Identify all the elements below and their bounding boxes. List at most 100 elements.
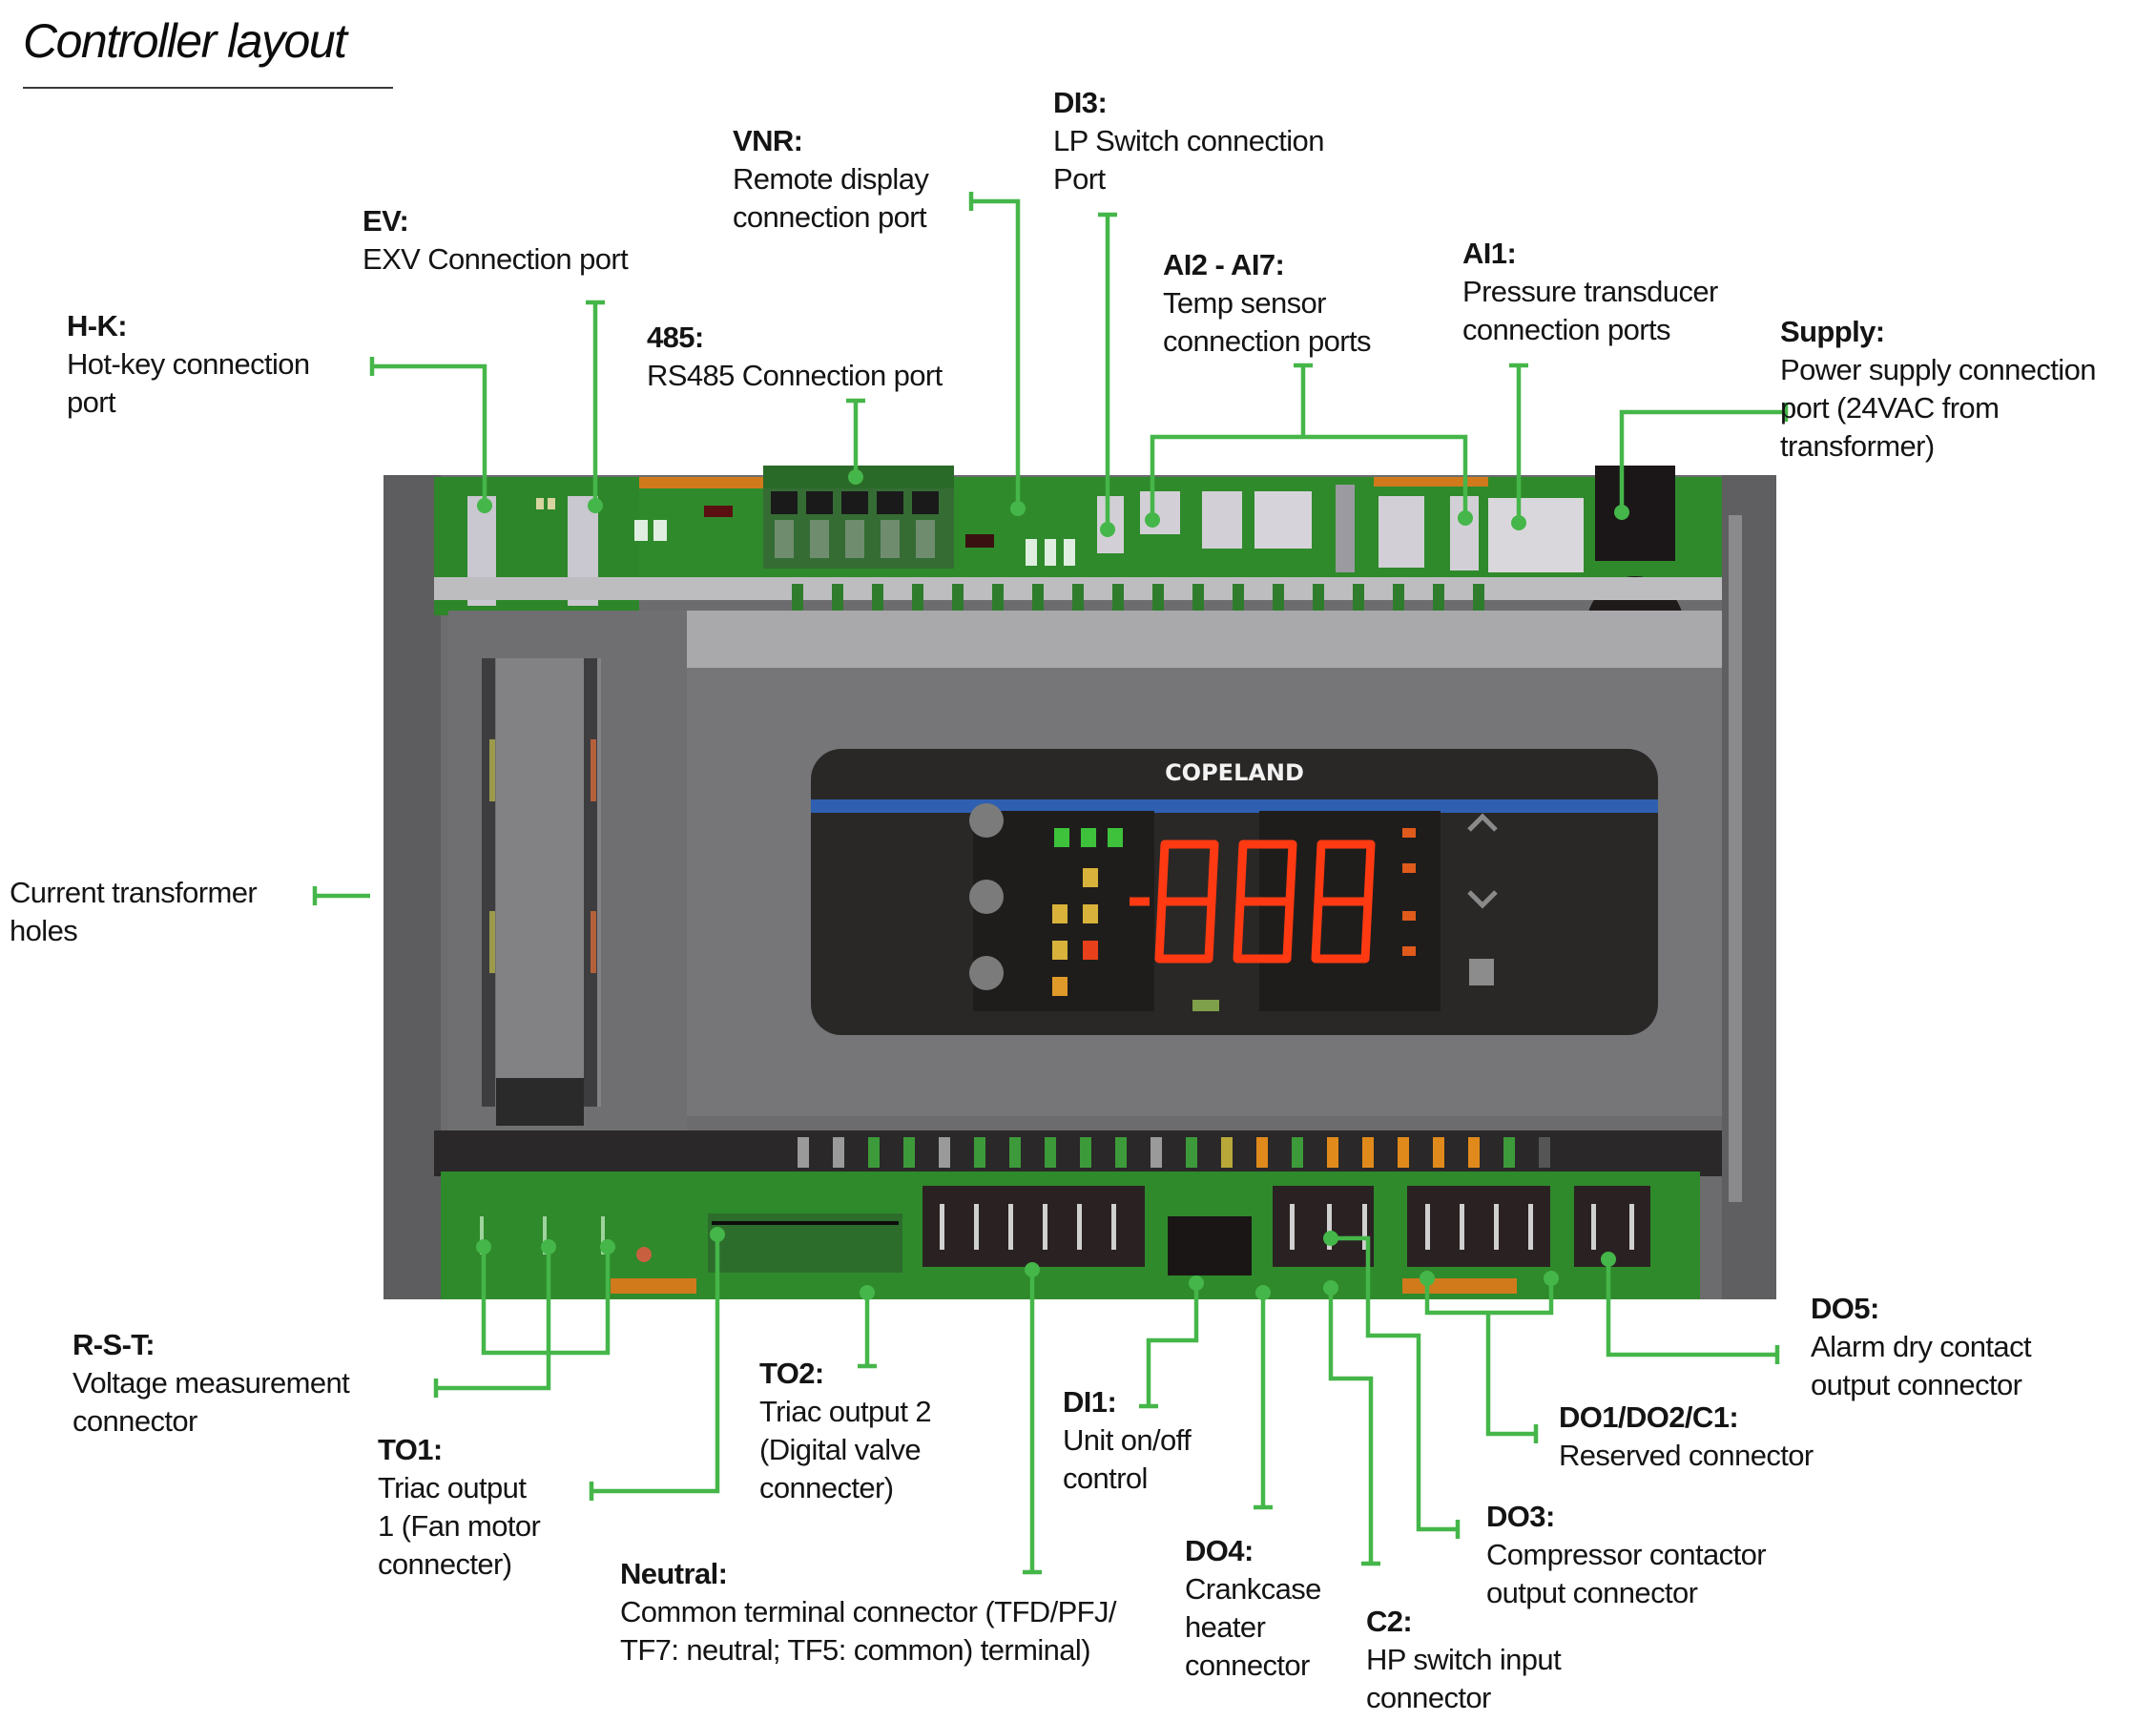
callout-desc: Alarm dry contact output connector bbox=[1811, 1330, 2032, 1401]
callout-desc: Crankcase heater connector bbox=[1185, 1572, 1321, 1682]
pin-led bbox=[992, 584, 1004, 611]
terminal-pin bbox=[1008, 1204, 1013, 1250]
status-led bbox=[1083, 941, 1098, 960]
title-underline bbox=[23, 87, 393, 89]
down-button bbox=[1467, 890, 1498, 909]
terminal-pin bbox=[1460, 1204, 1464, 1250]
pin-led bbox=[1393, 584, 1404, 611]
pin-led bbox=[1045, 1137, 1056, 1168]
callout-di3: DI3: LP Switch connection Port bbox=[1053, 84, 1324, 198]
callout-code: VNR: bbox=[733, 124, 803, 157]
callout-hk: H-K: Hot-key connection port bbox=[67, 307, 310, 422]
status-led bbox=[1108, 828, 1123, 847]
ai-socket bbox=[1140, 491, 1180, 534]
callout-code: TO1: bbox=[378, 1433, 443, 1466]
callout-to1: TO1: Triac output 1 (Fan motor connecter… bbox=[378, 1431, 541, 1584]
callout-code: AI2 - AI7: bbox=[1163, 248, 1285, 281]
leader-ai27-stem bbox=[1294, 363, 1313, 437]
pin-led bbox=[1072, 584, 1084, 611]
leader-ai27-bus bbox=[1145, 434, 1473, 528]
pin-led bbox=[1233, 584, 1244, 611]
status-led bbox=[1052, 904, 1068, 923]
callout-do5: DO5: Alarm dry contact output connector bbox=[1811, 1290, 2032, 1404]
pin-led bbox=[903, 1137, 915, 1168]
leader-dot bbox=[1601, 1252, 1616, 1267]
pin-led bbox=[1151, 1137, 1162, 1168]
leader-c2 bbox=[1323, 1280, 1380, 1566]
menu-button bbox=[1469, 959, 1494, 985]
neutral-terminal bbox=[923, 1186, 1145, 1267]
callout-desc: Pressure transducer connection ports bbox=[1462, 275, 1718, 346]
callout-code: DO3: bbox=[1486, 1500, 1555, 1533]
pin-led bbox=[1362, 1137, 1374, 1168]
terminal-pin bbox=[1077, 1204, 1082, 1250]
status-led bbox=[1052, 941, 1068, 960]
pin-led bbox=[832, 584, 843, 611]
leader-dot bbox=[848, 469, 863, 485]
callout-desc: Hot-key connection port bbox=[67, 347, 310, 419]
pin-led bbox=[1112, 584, 1124, 611]
callout-neutral: Neutral: Common terminal connector (TFD/… bbox=[620, 1555, 1117, 1669]
pin-led bbox=[1273, 584, 1284, 611]
pin-led bbox=[792, 584, 803, 611]
pin-led bbox=[1292, 1137, 1303, 1168]
callout-code: Neutral: bbox=[620, 1557, 728, 1590]
callout-code: Supply: bbox=[1780, 315, 1885, 348]
pin-led bbox=[1398, 1137, 1409, 1168]
callout-current-transformer: Current transformer holes bbox=[10, 874, 258, 950]
callout-c2: C2: HP switch input connector bbox=[1366, 1603, 1562, 1717]
leader-di3 bbox=[1098, 212, 1117, 537]
do-terminal-1 bbox=[1273, 1186, 1374, 1267]
ai-socket bbox=[1379, 496, 1424, 568]
leader-dot bbox=[1025, 1262, 1040, 1277]
leader-do4 bbox=[1254, 1285, 1273, 1510]
leader-dot bbox=[1323, 1231, 1338, 1246]
di1-switch bbox=[1168, 1216, 1252, 1275]
leader-ct bbox=[312, 886, 370, 905]
callout-code: R-S-T: bbox=[73, 1328, 155, 1361]
pin-led bbox=[974, 1137, 985, 1168]
leader-dot bbox=[1255, 1285, 1271, 1300]
leader-dot bbox=[1323, 1280, 1338, 1296]
pin-led bbox=[1353, 584, 1364, 611]
esc-button bbox=[969, 956, 1004, 990]
leader-dot bbox=[1614, 505, 1629, 520]
callout-code: H-K: bbox=[67, 309, 128, 342]
ai-socket bbox=[1202, 491, 1242, 549]
callout-desc: Current transformer holes bbox=[10, 876, 258, 947]
callout-desc: Triac output 1 (Fan motor connecter) bbox=[378, 1471, 541, 1581]
pin-led bbox=[1186, 1137, 1197, 1168]
status-led bbox=[1083, 904, 1098, 923]
pin-led bbox=[1327, 1137, 1338, 1168]
callout-do3: DO3: Compressor contactor output connect… bbox=[1486, 1498, 1767, 1612]
leader-dot bbox=[1189, 1275, 1204, 1291]
terminal-pin bbox=[1362, 1204, 1367, 1250]
pin-led bbox=[1503, 1137, 1515, 1168]
callout-desc: Power supply connection port (24VAC from… bbox=[1780, 353, 2096, 463]
leader-rst-2 bbox=[433, 1239, 556, 1398]
callout-di1: DI1: Unit on/off control bbox=[1063, 1383, 1192, 1498]
pin-led bbox=[1433, 1137, 1444, 1168]
pin-led bbox=[833, 1137, 844, 1168]
leader-do5 bbox=[1601, 1252, 1780, 1364]
pin-led bbox=[1115, 1137, 1127, 1168]
seven-segment-digit bbox=[1154, 840, 1219, 964]
defrost-button bbox=[969, 803, 1004, 838]
pin-led bbox=[939, 1137, 950, 1168]
callout-vnr: VNR: Remote display connection port bbox=[733, 122, 929, 237]
set-button bbox=[969, 880, 1004, 914]
ai-socket bbox=[1254, 491, 1312, 549]
leader-dot bbox=[477, 498, 492, 513]
callout-desc: Voltage measurement connector bbox=[73, 1366, 350, 1438]
pin-led bbox=[1009, 1137, 1021, 1168]
leader-neutral bbox=[1023, 1262, 1042, 1575]
pin-led bbox=[1152, 584, 1164, 611]
pin-led bbox=[912, 584, 923, 611]
leader-dot bbox=[541, 1239, 556, 1254]
page-title: Controller layout bbox=[23, 14, 347, 68]
pin-led bbox=[872, 584, 883, 611]
terminal-pin bbox=[1629, 1204, 1634, 1250]
leader-hk bbox=[369, 357, 492, 513]
leader-vnr bbox=[968, 192, 1026, 516]
